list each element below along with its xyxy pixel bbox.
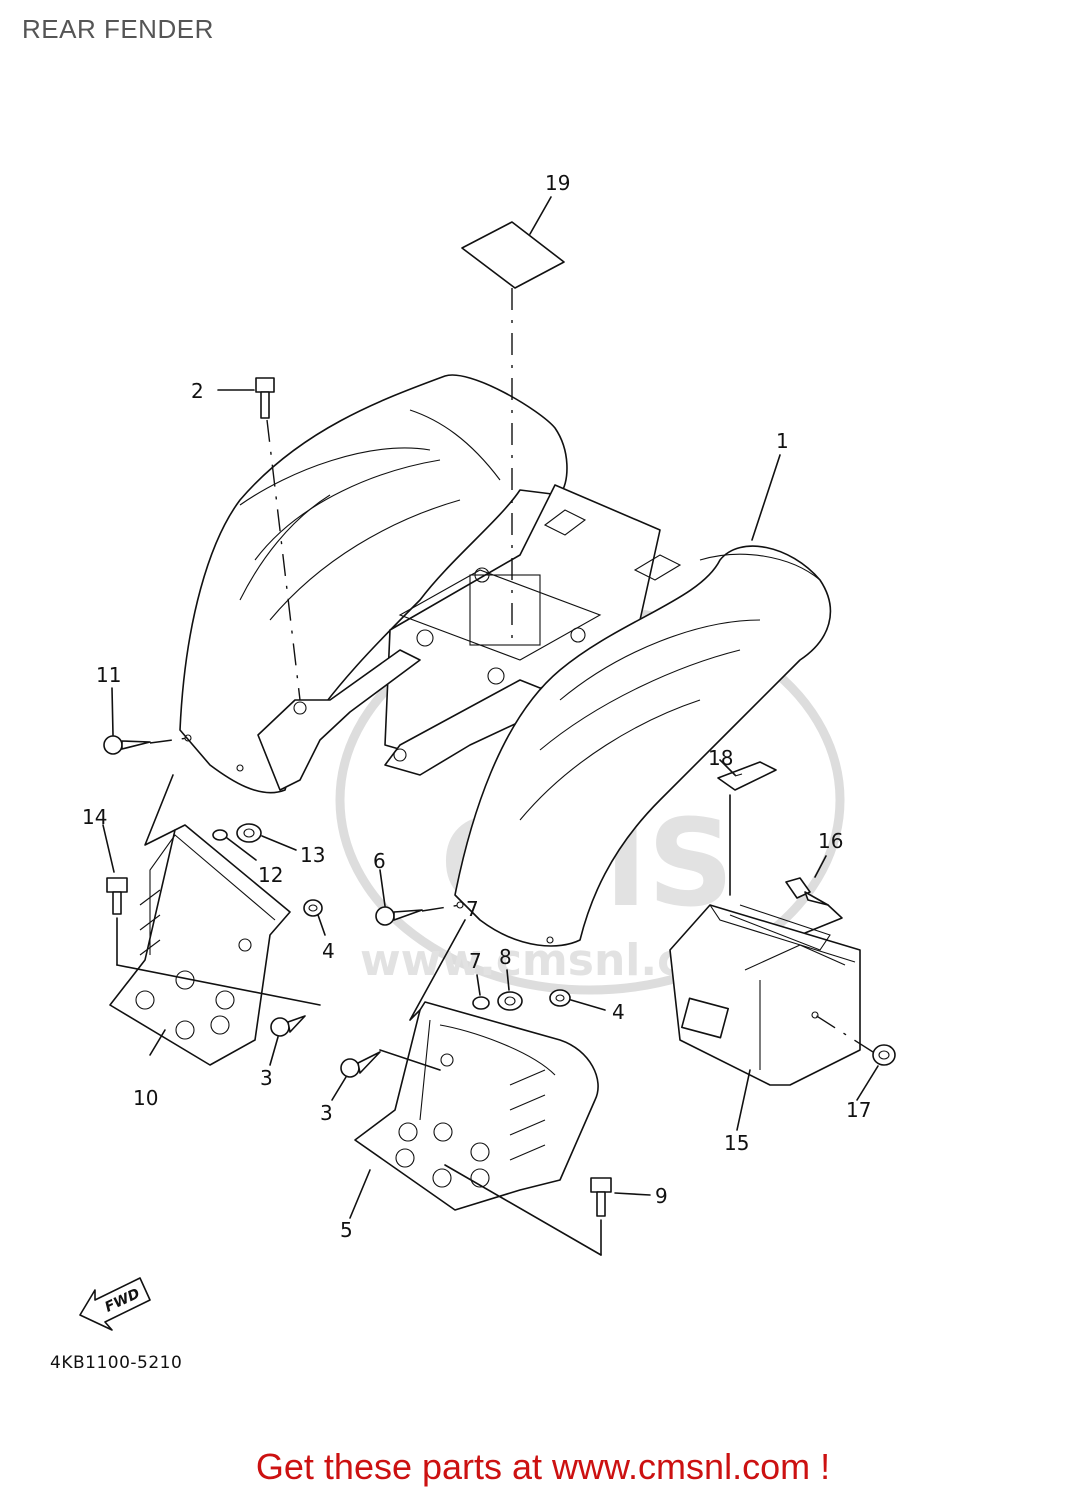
callout-7a[interactable]: 7	[466, 897, 479, 921]
exploded-parts-diagram: CMS www.cmsnl.com	[50, 171, 896, 1373]
part-13-collar-nut[interactable]	[236, 823, 262, 843]
callout-15[interactable]: 15	[724, 1131, 749, 1155]
callout-4a[interactable]: 4	[322, 939, 335, 963]
part-15-tool-box[interactable]	[669, 904, 861, 1086]
part-19-decal[interactable]	[461, 221, 565, 289]
part-7b-washer[interactable]	[472, 996, 490, 1010]
footer-banner[interactable]: Get these parts at www.cmsnl.com !	[255, 1446, 831, 1487]
part-3b-screw[interactable]	[340, 1051, 381, 1078]
leader-10	[149, 1029, 166, 1056]
callout-8[interactable]: 8	[499, 945, 512, 969]
callout-numbers: 19 2 1 11 18 14 16 13 12 6 4 7 8 4 3 10 …	[82, 171, 871, 1242]
leader-5	[349, 1169, 371, 1219]
callout-12[interactable]: 12	[258, 863, 283, 887]
callout-18[interactable]: 18	[708, 746, 733, 770]
part-5-right-footrest[interactable]	[354, 1001, 599, 1211]
callout-1[interactable]: 1	[776, 429, 789, 453]
part-1-rear-fender[interactable]	[179, 374, 832, 947]
callout-13[interactable]: 13	[300, 843, 325, 867]
part-12-washer[interactable]	[212, 829, 228, 841]
part-4a-nut[interactable]	[303, 899, 323, 917]
part-11-screw[interactable]	[103, 735, 151, 755]
callout-3a[interactable]: 3	[260, 1066, 273, 1090]
part-10-left-footrest[interactable]	[109, 824, 291, 1066]
callout-4b[interactable]: 4	[612, 1000, 625, 1024]
callout-19[interactable]: 19	[545, 171, 570, 195]
part-9-bolt[interactable]	[590, 1177, 612, 1217]
part-16-screw[interactable]	[785, 877, 829, 906]
page-title: REAR FENDER	[22, 14, 214, 44]
diagram-code: 4KB1100-5210	[50, 1353, 182, 1373]
part-18-clip[interactable]	[717, 761, 777, 791]
part-6-screw[interactable]	[375, 906, 423, 926]
callout-10[interactable]: 10	[133, 1086, 158, 1110]
callout-6[interactable]: 6	[373, 849, 386, 873]
part-8-collar-nut[interactable]	[497, 991, 523, 1011]
callout-7b[interactable]: 7	[469, 949, 482, 973]
callout-5[interactable]: 5	[340, 1218, 353, 1242]
callout-2[interactable]: 2	[191, 379, 204, 403]
callout-9[interactable]: 9	[655, 1184, 668, 1208]
callout-16[interactable]: 16	[818, 829, 843, 853]
part-14-bolt[interactable]	[106, 877, 128, 915]
part-2-bolt[interactable]	[255, 377, 275, 419]
part-4b-nut[interactable]	[549, 989, 571, 1007]
fwd-arrow-icon: FWD	[79, 1277, 151, 1331]
part-17-nut[interactable]	[872, 1044, 896, 1066]
callout-3b[interactable]: 3	[320, 1101, 333, 1125]
part-3a-screw[interactable]	[270, 1015, 306, 1037]
callout-17[interactable]: 17	[846, 1098, 871, 1122]
callout-14[interactable]: 14	[82, 805, 107, 829]
callout-11[interactable]: 11	[96, 663, 121, 687]
